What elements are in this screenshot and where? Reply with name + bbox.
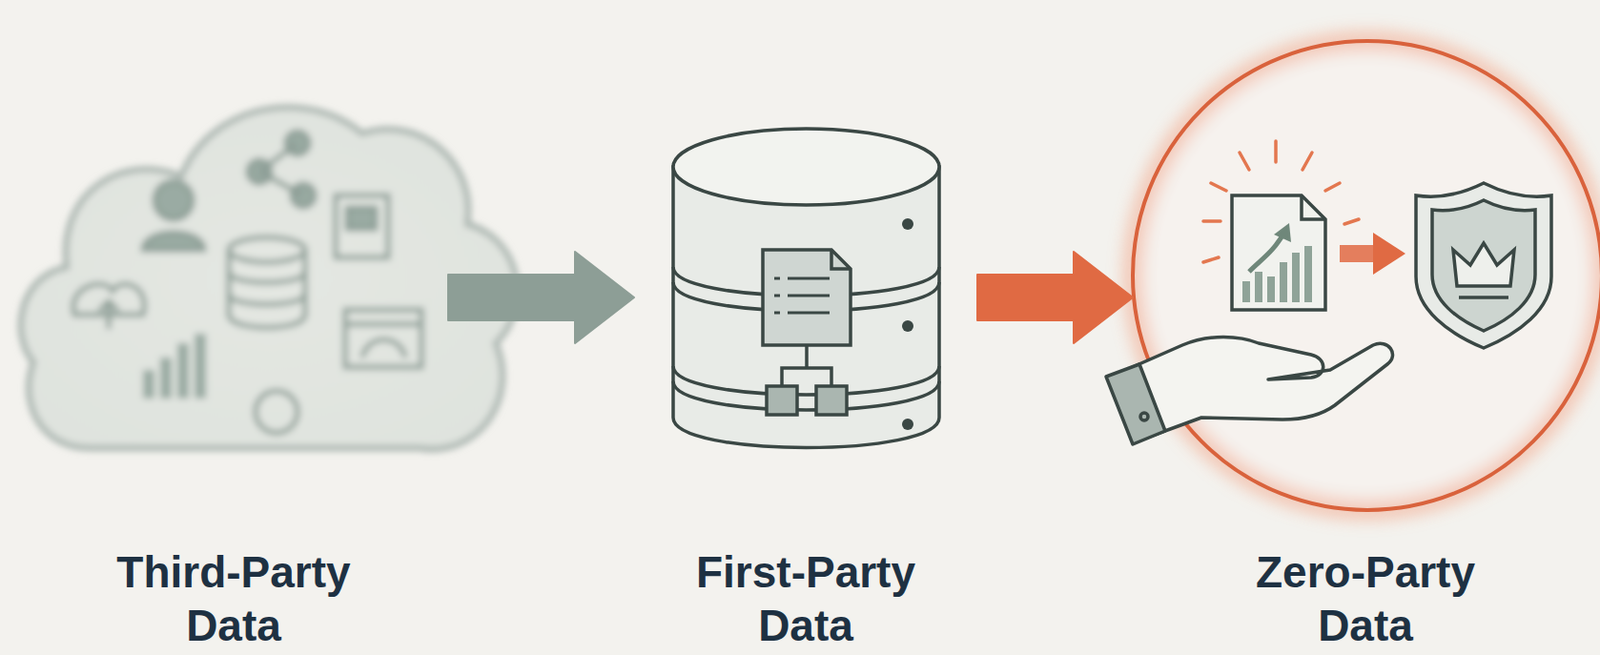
database bbox=[673, 128, 940, 449]
third-party-cloud: Third-Party Data bbox=[19, 85, 449, 655]
zero-party-circle: Zero-Party Data bbox=[1132, 38, 1599, 655]
node-label: Third-Party Data bbox=[76, 545, 391, 653]
node-label: Zero-Party Data bbox=[1208, 545, 1523, 653]
highlight-circle bbox=[1132, 41, 1600, 511]
flow-arrow bbox=[448, 251, 635, 344]
arrow-shape bbox=[977, 251, 1133, 344]
report-document bbox=[1231, 195, 1326, 310]
node-label: First-Party Data bbox=[648, 545, 964, 653]
crown-shield bbox=[1415, 183, 1552, 349]
small-arrow bbox=[1339, 232, 1406, 275]
flow-arrow bbox=[977, 251, 1133, 344]
arrow-shape bbox=[448, 251, 635, 344]
cloud bbox=[20, 106, 518, 450]
open-hand bbox=[1106, 337, 1394, 446]
first-party-database: First-Party Data bbox=[634, 85, 978, 655]
